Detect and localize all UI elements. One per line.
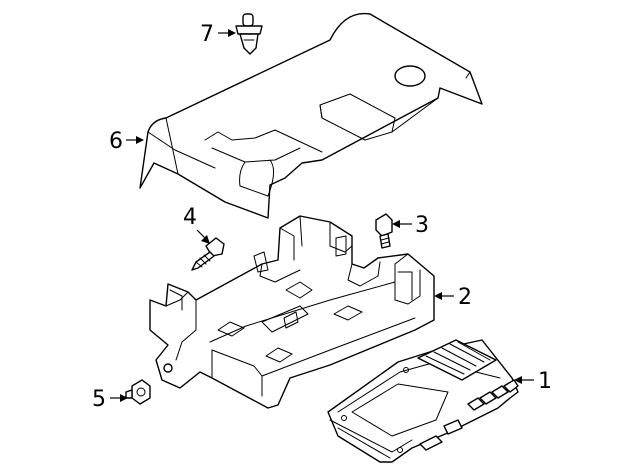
callout-1-label: 1 — [538, 369, 552, 394]
callout-5-arrow — [120, 394, 128, 402]
callout-2: 2 — [434, 285, 472, 310]
part-7-clip[interactable] — [235, 13, 263, 55]
callout-2-label: 2 — [458, 285, 472, 310]
callout-1: 1 — [514, 369, 552, 394]
callout-4: 4 — [183, 205, 210, 244]
callout-4-label: 4 — [183, 205, 197, 230]
callout-7-label: 7 — [200, 22, 214, 47]
part-1-module[interactable] — [327, 339, 519, 463]
part-3-bolt[interactable] — [375, 213, 393, 249]
part-4-screw[interactable] — [191, 237, 225, 271]
callout-6-label: 6 — [109, 129, 123, 154]
part-5-nut[interactable] — [125, 379, 151, 405]
part-2-bracket[interactable] — [149, 215, 435, 409]
callout-6-arrow — [136, 136, 144, 144]
callout-3-arrow — [392, 220, 400, 228]
callout-2-arrow — [434, 292, 442, 300]
callout-4-arrow — [201, 235, 210, 244]
callout-1-arrow — [514, 376, 522, 384]
callout-5: 5 — [92, 387, 128, 412]
part-6-cover[interactable] — [139, 12, 483, 219]
callout-7: 7 — [200, 22, 236, 47]
callout-7-arrow — [228, 29, 236, 37]
callout-5-label: 5 — [92, 387, 106, 412]
callout-6: 6 — [109, 129, 144, 154]
callout-3: 3 — [392, 213, 429, 238]
callout-3-label: 3 — [415, 213, 429, 238]
